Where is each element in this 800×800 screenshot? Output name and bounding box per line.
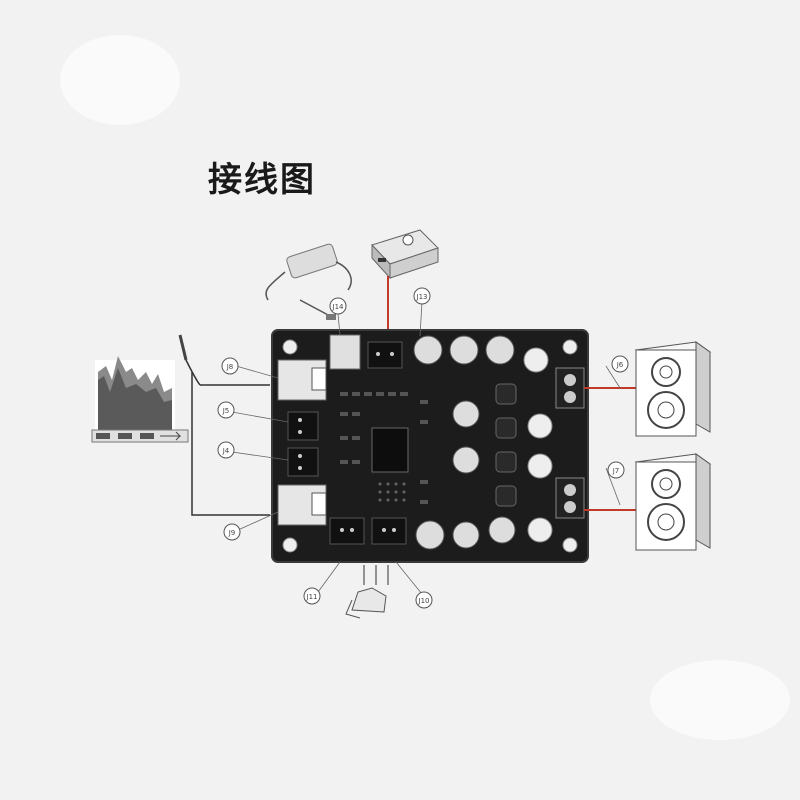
callout-c-input-3 — [217, 441, 235, 459]
capacitor — [413, 335, 549, 373]
callout-label: J13 — [416, 293, 428, 301]
callout-label: J11 — [306, 593, 318, 601]
audio-waveform-icon — [91, 356, 189, 443]
input-wire — [191, 372, 270, 516]
callout-label: J6 — [616, 361, 624, 369]
callout-c-speaker-2 — [607, 461, 625, 479]
callout-c-speaker-1 — [611, 355, 629, 373]
callout-label: J10 — [418, 597, 430, 605]
callout-c-bottom-right — [415, 591, 433, 609]
capacitor — [415, 516, 553, 550]
capacitor — [452, 400, 553, 479]
callout-c-top-right — [413, 287, 431, 305]
callout-label: J4 — [222, 447, 230, 455]
callout-label: J14 — [332, 303, 345, 311]
speaker-icon — [634, 453, 712, 551]
callout-c-top-left — [329, 297, 347, 315]
background-smudge — [60, 35, 180, 125]
amplifier-board — [271, 329, 589, 563]
callout-label: J9 — [228, 529, 236, 537]
background-smudge — [650, 660, 790, 740]
callout-markers: J14 J13 J8 J5 J4 J9 J11 J10 J6 J7 — [217, 287, 629, 609]
callout-c-input-4 — [223, 523, 241, 541]
bluetooth-module-icon — [371, 229, 439, 280]
diagram-title: 接线图 — [208, 160, 316, 200]
callout-label: J7 — [612, 467, 620, 475]
power-adapter-icon — [265, 243, 352, 320]
callout-label: J8 — [226, 363, 234, 371]
knob-icon — [345, 565, 389, 619]
callout-c-bottom-left — [303, 587, 321, 605]
callout-label: J5 — [222, 407, 230, 415]
speaker-icon — [634, 341, 712, 437]
callout-c-input-2 — [217, 401, 235, 419]
audio-plug-icon — [178, 334, 201, 386]
callout-c-input-1 — [221, 357, 239, 375]
